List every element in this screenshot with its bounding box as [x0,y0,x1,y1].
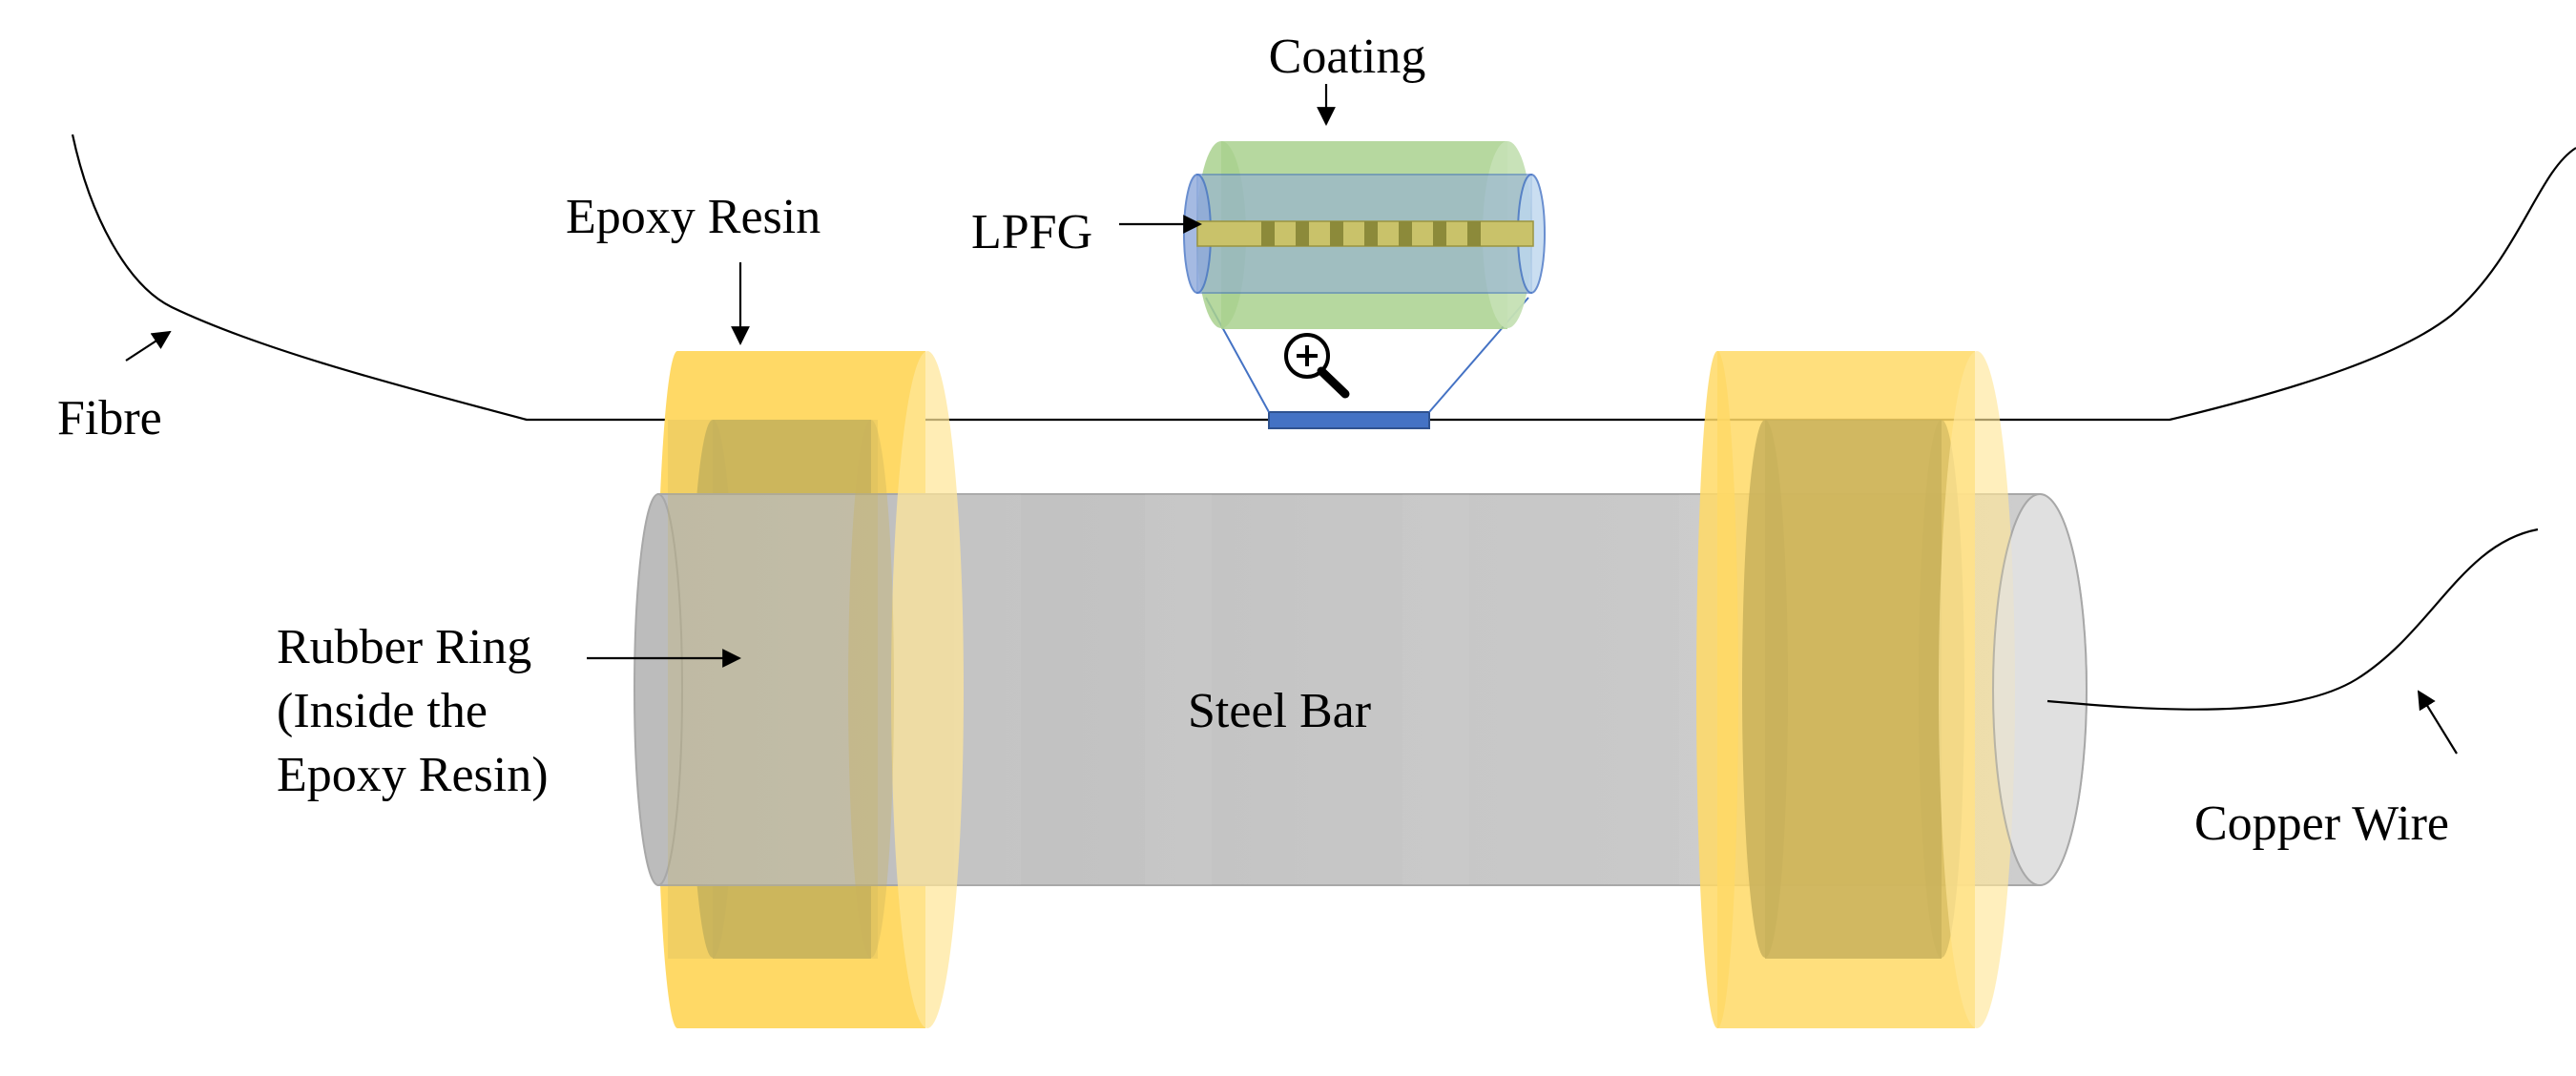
right-rubber-ring [1765,420,1942,959]
copper-wire [2046,528,2539,711]
copper-wire-arrow [2417,690,2458,755]
fibre-label: Fibre [57,391,162,445]
copper-wire-label: Copper Wire [2194,797,2449,851]
grating-periods [1261,221,1481,246]
right-epoxy-resin [1696,351,2088,1028]
coating-label: Coating [1269,30,1426,84]
rubber-ring-label-line3: Epoxy Resin) [277,748,549,802]
lpfg-label: LPFG [971,205,1092,259]
rubber-ring-label-line1: Rubber Ring [277,620,531,674]
steel-bar-label: Steel Bar [1188,684,1371,738]
fibre-line [71,134,2576,422]
epoxy-resin-label: Epoxy Resin [566,190,821,244]
lpfg-zoom-detail [1183,141,1546,329]
zoom-in-magnifier-icon [1284,333,1350,399]
fibre-arrow [125,330,172,362]
rubber-ring-label-line2: (Inside the [277,684,488,738]
left-epoxy-front-face [668,351,964,1028]
lpfg-sensor-segment [1268,411,1430,429]
